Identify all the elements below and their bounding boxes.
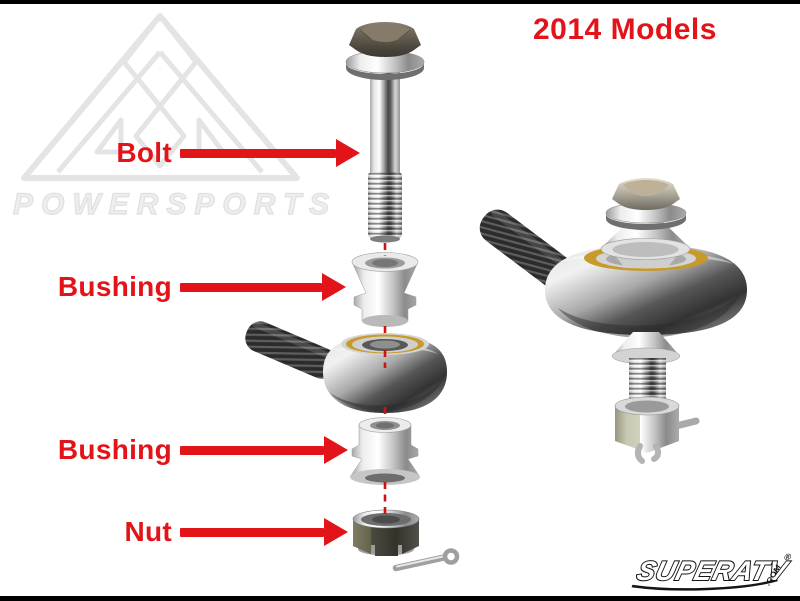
top-frame-bar bbox=[0, 0, 800, 4]
part-label-nut: Nut bbox=[124, 516, 172, 547]
assembled-cotter-pin-legs bbox=[634, 443, 662, 464]
upper-bushing-arrow-icon bbox=[180, 282, 322, 292]
lower-bushing-arrow-icon bbox=[180, 445, 324, 455]
bolt-shank bbox=[370, 64, 400, 176]
exploded-bolt bbox=[345, 22, 425, 243]
callout-upper-bushing: Bushing bbox=[0, 270, 322, 304]
callout-bolt: Bolt bbox=[0, 136, 336, 170]
watermark-wordmark: POWERSPORTS bbox=[12, 187, 338, 221]
callout-lower-bushing: Bushing bbox=[0, 433, 324, 467]
exploded-tie-rod-end bbox=[245, 321, 447, 413]
tie-rod-eye-body bbox=[323, 336, 447, 413]
registered-trademark-icon: ® bbox=[783, 552, 792, 562]
exploded-lower-bushing bbox=[349, 417, 421, 485]
tie-rod-threaded-shaft bbox=[245, 321, 338, 379]
bolt-arrow-icon bbox=[180, 148, 336, 158]
superatv-wordmark: SUPERATV bbox=[634, 555, 793, 586]
nut-arrow-icon bbox=[180, 527, 324, 537]
part-label-bolt: Bolt bbox=[116, 137, 172, 168]
bottom-frame-bar bbox=[0, 596, 800, 601]
page-title: 2014 Models bbox=[533, 13, 717, 46]
asa-triangle-logo bbox=[21, 13, 300, 181]
callout-nut: Nut bbox=[0, 515, 324, 549]
exploded-castle-nut bbox=[352, 509, 420, 556]
part-label-lower-bushing: Bushing bbox=[57, 434, 172, 465]
superatv-logo: SUPERATV .COM ® bbox=[631, 552, 794, 591]
assembled-castle-nut bbox=[615, 406, 679, 453]
exploded-cotter-pin bbox=[392, 548, 460, 572]
assembled-eye-body bbox=[545, 245, 747, 335]
assembled-cotter-pin-end bbox=[672, 417, 700, 430]
assembled-tie-rod-end bbox=[479, 178, 747, 464]
part-label-upper-bushing: Bushing bbox=[57, 271, 172, 302]
exploded-upper-bushing bbox=[351, 252, 419, 327]
